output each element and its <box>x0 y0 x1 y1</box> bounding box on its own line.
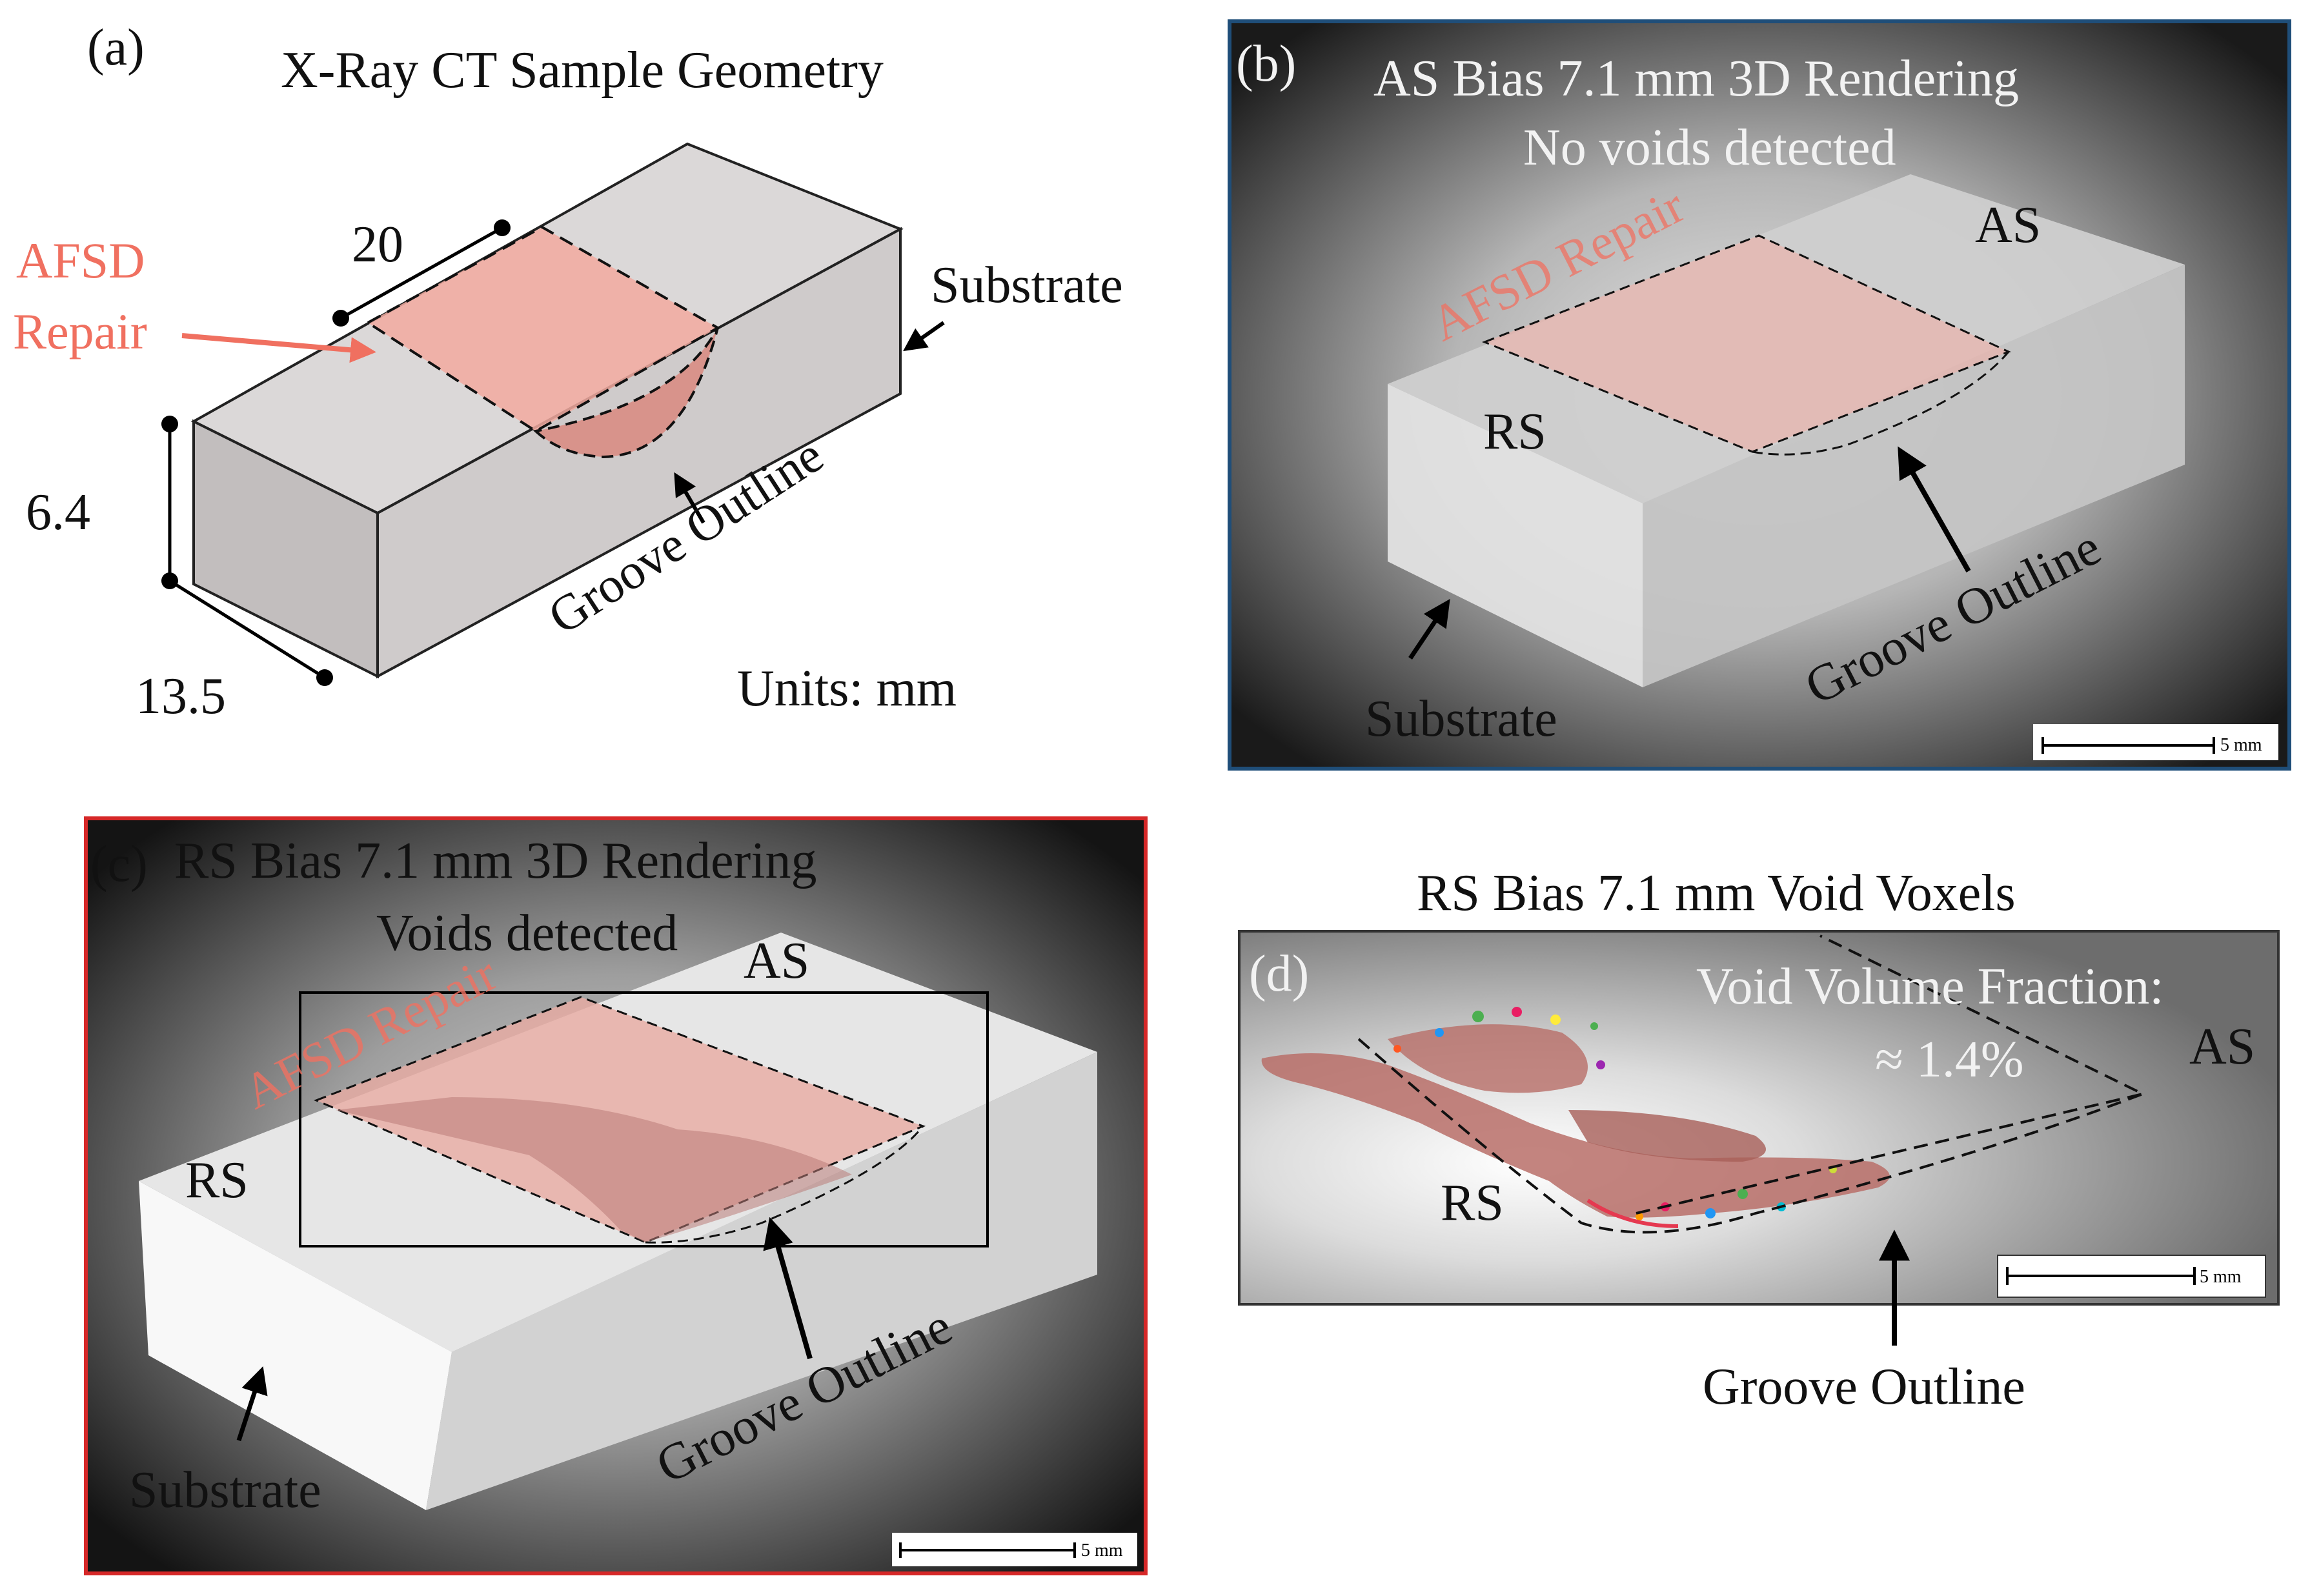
void-voxel-cluster <box>1388 1024 1588 1093</box>
panel-c-subtitle: Voids detected <box>376 905 678 962</box>
dim-width-label: 13.5 <box>136 668 226 725</box>
rs-label: RS <box>185 1152 248 1209</box>
dim-line-length <box>339 226 503 320</box>
dim-height-label: 6.4 <box>26 484 90 541</box>
void-voxel <box>1550 1015 1561 1025</box>
scale-bar-label: 5 mm <box>2200 1267 2242 1287</box>
dim-line-width <box>168 579 326 680</box>
scale-bar-box <box>2033 724 2278 760</box>
substrate-label: Substrate <box>931 257 1123 314</box>
panel-d-title: RS Bias 7.1 mm Void Voxels <box>1417 865 2016 922</box>
dim-dot <box>494 219 511 236</box>
panel-b-subtitle: No voids detected <box>1523 119 1896 176</box>
panel-a-title: X-Ray CT Sample Geometry <box>281 42 884 99</box>
void-voxel <box>1512 1007 1522 1017</box>
as-label: AS <box>1975 197 2041 254</box>
panel-c-title: RS Bias 7.1 mm 3D Rendering <box>174 833 817 889</box>
repair-label-line1: AFSD <box>16 232 145 288</box>
rs-label: RS <box>1483 403 1546 460</box>
panel-a: (a) X-Ray CT Sample Geometry AFSD Repair… <box>13 19 1123 725</box>
panel-c: (c) RS Bias 7.1 mm 3D Rendering Voids de… <box>84 816 1148 1575</box>
void-voxel <box>1435 1028 1444 1037</box>
void-voxel <box>1636 1213 1643 1220</box>
as-label: AS <box>744 933 809 989</box>
panel-d: RS Bias 7.1 mm Void Voxels (d) <box>1238 865 2280 1415</box>
void-region <box>336 1097 852 1242</box>
dim-dot <box>316 669 333 686</box>
void-fraction-value: ≈ 1.4% <box>1875 1031 2024 1088</box>
void-voxel-cluster <box>1568 1110 1766 1162</box>
panel-b-letter: (b) <box>1236 35 1296 92</box>
as-label: AS <box>2189 1018 2255 1075</box>
void-voxel-cloud <box>1261 1007 1890 1228</box>
dim-dot <box>332 310 349 327</box>
void-voxel <box>1705 1208 1716 1218</box>
block-front-face <box>1388 384 1643 687</box>
substrate-label: Substrate <box>1365 691 1557 747</box>
void-voxel <box>1472 1011 1484 1022</box>
groove-arrow <box>1898 446 1971 572</box>
region-of-interest-box <box>299 991 989 1248</box>
block-side-face <box>426 1052 1097 1510</box>
scale-bar-label: 5 mm <box>1081 1540 1123 1561</box>
groove-outline <box>1752 351 2010 456</box>
void-voxel-streak <box>1586 1198 1679 1228</box>
repair-arrow <box>181 333 376 363</box>
groove-outline <box>1357 934 2147 1234</box>
block-side-face <box>376 227 902 679</box>
substrate-arrow <box>903 321 945 352</box>
block-front-face <box>139 1181 452 1510</box>
void-voxel <box>1393 1045 1401 1053</box>
void-voxel-cluster <box>1261 1053 1890 1218</box>
panel-c-letter: (c) <box>90 836 148 893</box>
panel-a-letter: (a) <box>87 19 145 76</box>
panel-b-title: AS Bias 7.1 mm 3D Rendering <box>1373 50 2019 107</box>
substrate-arrow <box>236 1366 268 1442</box>
groove-outline-label: Groove Outline <box>1703 1359 2025 1415</box>
scale-bar-label: 5 mm <box>2220 735 2262 755</box>
repair-label-line2: Repair <box>13 303 147 359</box>
groove-arrow <box>674 472 705 524</box>
panel-b: (b) AS Bias 7.1 mm 3D Rendering No voids… <box>1228 19 2291 771</box>
void-voxel <box>1596 1060 1605 1069</box>
groove-arrow <box>763 1217 813 1360</box>
groove-outline <box>645 1126 924 1244</box>
substrate-label: Substrate <box>129 1462 321 1519</box>
substrate-arrow <box>1408 599 1450 660</box>
dim-dot <box>161 416 178 432</box>
dim-length-label: 20 <box>352 216 403 273</box>
groove-region <box>532 327 719 459</box>
units-label: Units: mm <box>737 660 957 717</box>
void-voxel <box>1590 1022 1598 1030</box>
void-fraction-label: Void Volume Fraction: <box>1696 958 2164 1015</box>
void-voxel <box>1738 1189 1748 1199</box>
rs-label: RS <box>1441 1175 1504 1231</box>
panel-d-letter: (d) <box>1249 945 1309 1002</box>
